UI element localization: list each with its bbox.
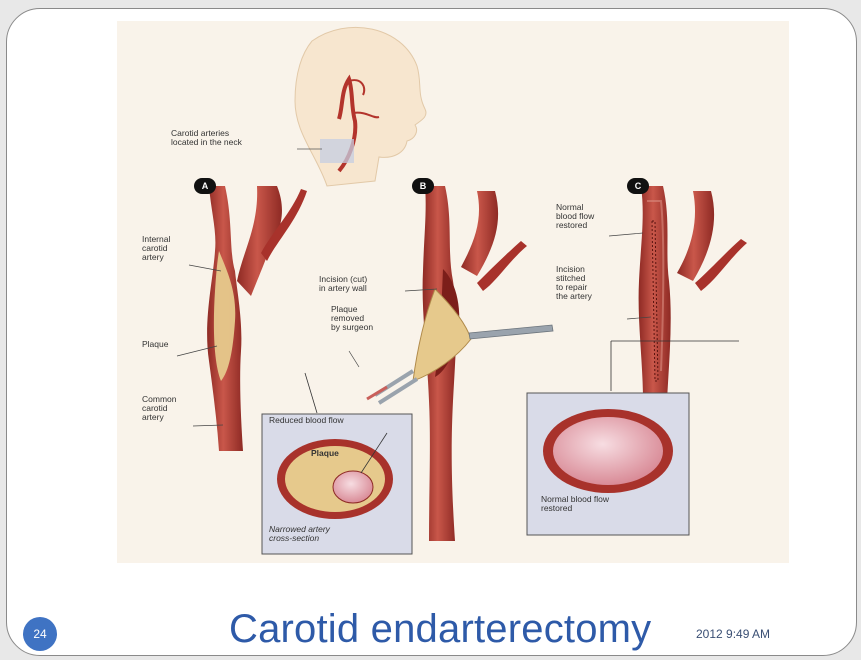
label-common-carotid: Common carotid artery	[142, 395, 176, 422]
endarterectomy-illustration	[117, 21, 789, 563]
slide-date: 2012 9:49 AM	[696, 627, 770, 641]
step-marker-a: A	[194, 178, 216, 194]
label-carotid-arteries: Carotid arteries located in the neck	[171, 129, 242, 147]
label-internal-carotid: Internal carotid artery	[142, 235, 170, 262]
label-incision: Incision (cut) in artery wall	[319, 275, 367, 293]
slide-frame: A B C Carotid arteries located in the ne…	[6, 8, 857, 656]
step-marker-b: B	[412, 178, 434, 194]
label-plaque-box: Plaque	[311, 449, 339, 458]
label-narrowed-cross-section: Narrowed artery cross-section	[269, 525, 330, 543]
label-plaque-a: Plaque	[142, 340, 168, 349]
label-reduced-flow: Reduced blood flow	[269, 416, 344, 425]
slide-number-badge: 24	[23, 617, 57, 651]
step-marker-c: C	[627, 178, 649, 194]
label-incision-stitched: Incision stitched to repair the artery	[556, 265, 592, 301]
slide-title: Carotid endarterectomy	[229, 607, 651, 652]
label-normal-flow-box: Normal blood flow restored	[541, 495, 609, 513]
label-normal-flow-top: Normal blood flow restored	[556, 203, 594, 230]
label-plaque-removed: Plaque removed by surgeon	[331, 305, 373, 332]
